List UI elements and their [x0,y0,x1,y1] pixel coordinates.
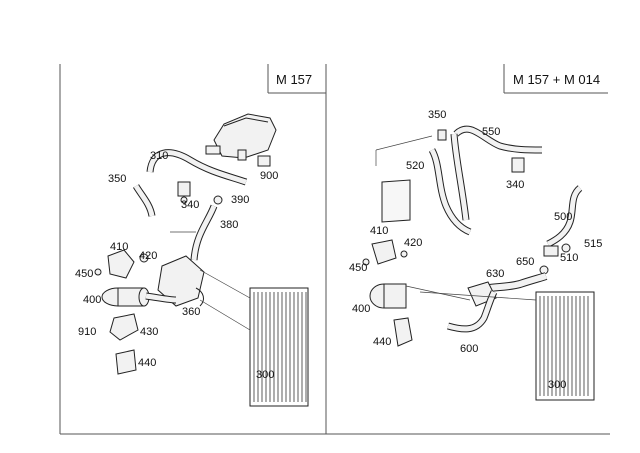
left-guide-lines [170,231,251,331]
diagram-frame [59,64,610,435]
callout-r-300: 300 [548,379,566,391]
callout-r-420: 420 [404,237,422,249]
callout-360: 360 [182,306,200,318]
callout-r-600: 600 [460,343,478,355]
callout-r-515: 515 [584,238,602,250]
right-illustration [362,125,595,401]
callout-420: 420 [139,250,157,262]
callout-340: 340 [181,199,199,211]
callout-440: 440 [138,357,156,369]
callout-300: 300 [256,369,274,381]
left-radiator-core [253,292,307,402]
callout-r-630: 630 [486,268,504,280]
callout-390: 390 [231,194,249,206]
callout-380: 380 [220,219,238,231]
callout-r-650: 650 [516,256,534,268]
callout-400: 400 [83,294,101,306]
callout-r-450: 450 [349,262,367,274]
callout-r-440: 440 [373,336,391,348]
callout-r-350: 350 [428,109,446,121]
callout-r-500: 500 [554,211,572,223]
callout-430: 430 [140,326,158,338]
callout-r-510: 510 [560,252,578,264]
panel-title-right: M 157 + M 014 [513,72,600,87]
left-illustration [94,113,309,407]
callout-450: 450 [75,268,93,280]
callout-910: 910 [78,326,96,338]
callout-r-340: 340 [506,179,524,191]
callout-310: 310 [150,150,168,162]
callout-r-400: 400 [352,303,370,315]
callout-r-550: 550 [482,126,500,138]
right-radiator-core [539,296,589,396]
callout-900: 900 [260,170,278,182]
callout-410: 410 [110,241,128,253]
callout-r-410: 410 [370,225,388,237]
callout-r-520: 520 [406,160,424,172]
right-guide-lines [375,135,537,301]
panel-title-left: M 157 [276,72,312,87]
callout-350: 350 [108,173,126,185]
